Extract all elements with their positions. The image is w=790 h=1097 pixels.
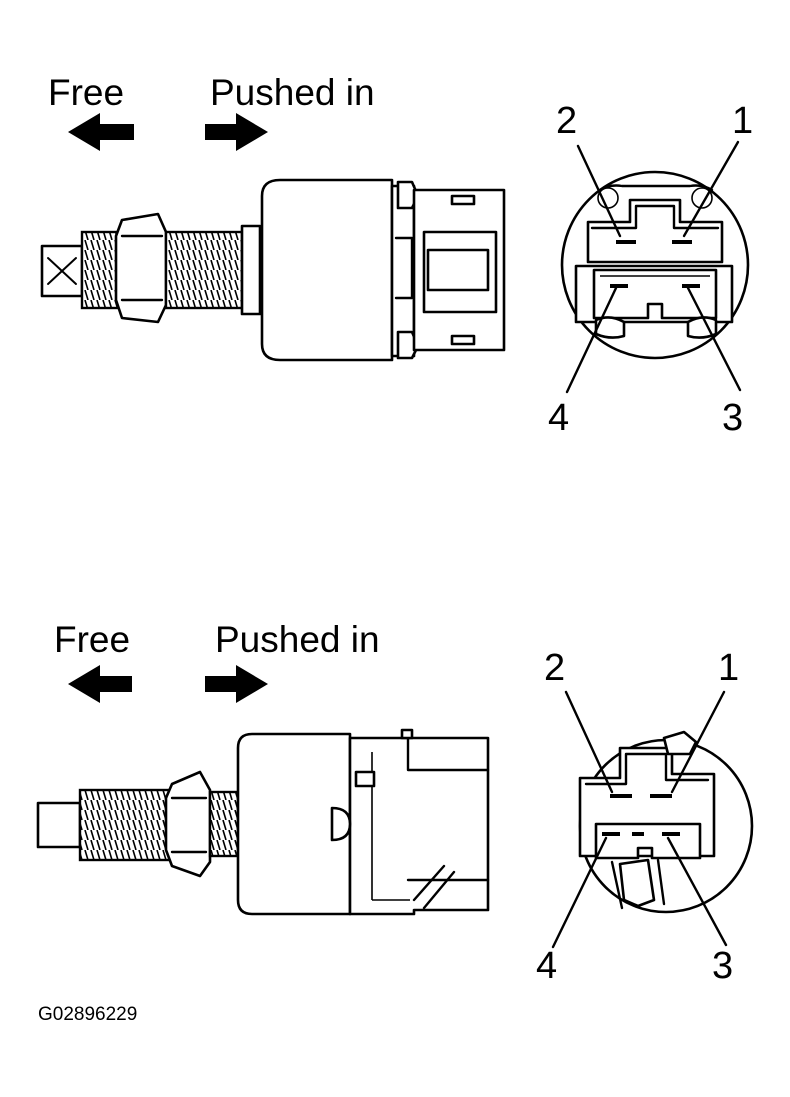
pushed-in-label: Pushed in [210,72,375,113]
free-label: Free [54,619,130,660]
arrow-right-icon [205,113,268,151]
pin-number-4: 4 [536,945,557,987]
arrow-left-icon [68,665,132,703]
connector-face-view [560,170,750,360]
pin-number-1: 1 [732,100,753,142]
arrow-left-icon [68,113,134,151]
pin-leader-lines [551,690,728,949]
pin-number-2: 2 [556,100,577,142]
panel-1: Free Pushed in [40,72,753,439]
pin-number-2: 2 [544,647,565,689]
figure-code: G02896229 [38,1004,137,1025]
pin-number-4: 4 [548,397,569,439]
panel-2: Free Pushed in [36,619,754,987]
free-label: Free [48,72,124,113]
pin-number-3: 3 [712,945,733,987]
pin-number-3: 3 [722,397,743,439]
arrow-right-icon [205,665,268,703]
switch-body-side-view [36,728,490,916]
connector-face-view [578,730,754,914]
pushed-in-label: Pushed in [215,619,380,660]
pin-number-1: 1 [718,647,739,689]
pin-leader-lines [565,140,742,394]
switch-body-side-view [40,178,506,362]
